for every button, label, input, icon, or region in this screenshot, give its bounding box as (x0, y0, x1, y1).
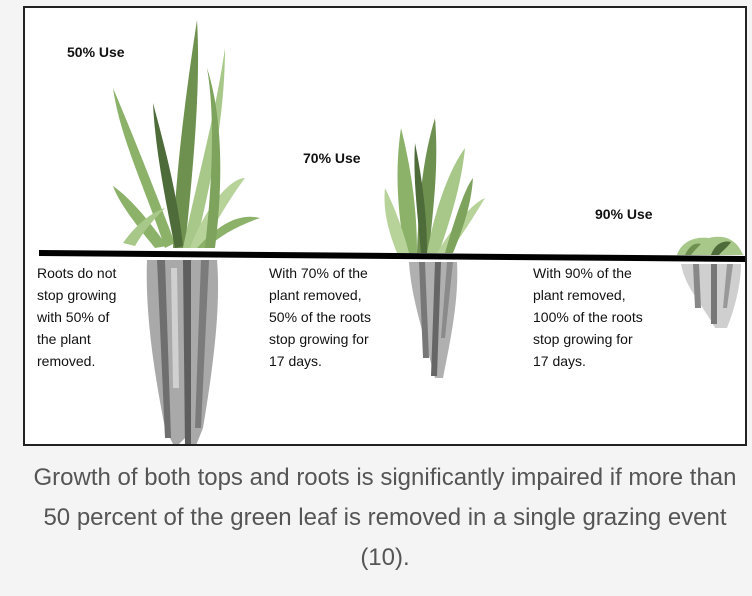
caption-70-percent: With 70% of the plant removed, 50% of th… (269, 265, 371, 369)
diagram-frame: 50% Use 70% Use 90% Use Roots do not sto… (23, 6, 747, 446)
plant-90-percent-roots (681, 264, 741, 328)
plant-50-percent-shoots (113, 20, 260, 248)
plant-70-percent-roots (409, 262, 458, 378)
figure-caption: Growth of both tops and roots is signifi… (33, 464, 737, 571)
plant-90-percent-shoots (677, 236, 743, 255)
plants-illustration (39, 20, 745, 444)
use-label-90: 90% Use (595, 206, 653, 222)
use-label-50: 50% Use (67, 44, 125, 60)
ground-line (39, 250, 745, 262)
caption-90-percent: With 90% of the plant removed, 100% of t… (533, 265, 643, 369)
use-label-70: 70% Use (303, 150, 361, 166)
plant-50-percent-roots (146, 260, 219, 444)
caption-50-percent: Roots do not stop growing with 50% of th… (37, 265, 117, 369)
plant-70-percent-shoots (384, 118, 485, 253)
